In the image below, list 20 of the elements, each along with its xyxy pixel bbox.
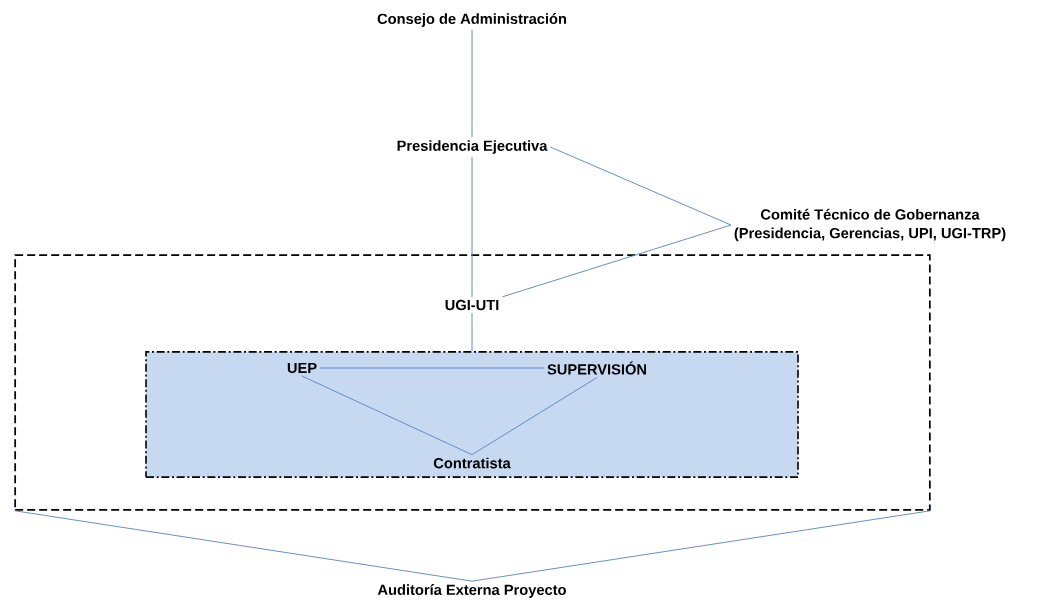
text-label: UEP — [287, 362, 317, 374]
connector-line — [301, 375, 473, 456]
connector-line — [471, 156, 473, 298]
connector-line — [549, 146, 732, 226]
connector-line — [13, 510, 473, 582]
text-label: Comité Técnico de Gobernanza (Presidencia, Gerencias, UPI, UGI-TRP) — [734, 208, 1006, 242]
text-label: UGI-UTI — [445, 299, 499, 311]
shaded-box — [145, 351, 799, 478]
text-label: SUPERVISIÓN — [547, 361, 646, 375]
connector-line — [501, 224, 732, 298]
text-label: Consejo de Administración — [377, 13, 567, 27]
connector-line — [471, 510, 932, 582]
connector-line — [471, 29, 473, 138]
text-label: Auditoría Externa Proyecto — [377, 584, 566, 598]
connector-line — [471, 312, 473, 352]
connector-line — [319, 367, 545, 369]
connector-line — [471, 377, 598, 456]
text-label: Contratista — [433, 457, 511, 469]
text-label: Presidencia Ejecutiva — [397, 140, 548, 154]
dashed-frame — [14, 254, 931, 511]
